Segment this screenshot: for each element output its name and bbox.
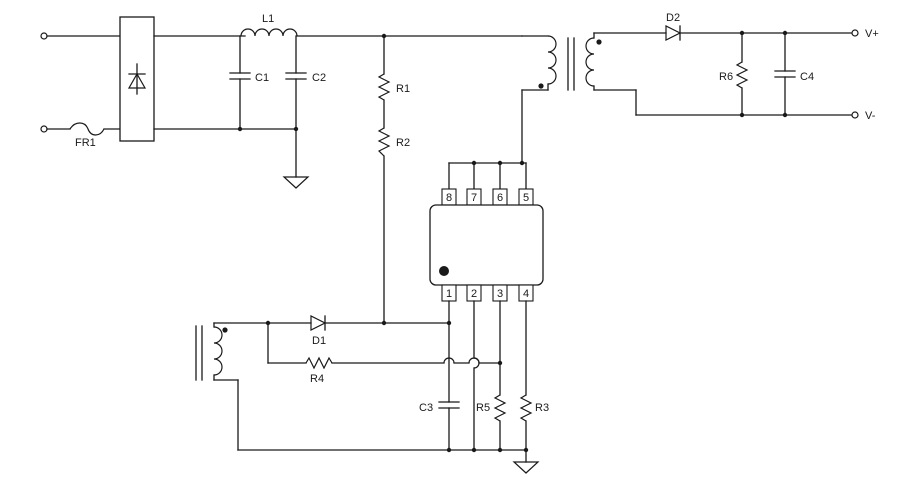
c1-label: C1: [255, 72, 269, 84]
ic-pin-6: 6: [497, 192, 503, 204]
vplus-terminal: [851, 29, 859, 37]
ground-symbol-bottom: [512, 461, 540, 474]
resistor-r2: [377, 127, 391, 157]
ic-pin-8: 8: [446, 192, 452, 204]
fuse-label: FR1: [75, 137, 96, 149]
ground-symbol: [282, 176, 310, 189]
resistor-r5: [493, 394, 507, 451]
transformer-primary: [547, 35, 557, 85]
inductor-l1: [240, 28, 298, 37]
bridge-rectifier: [119, 16, 155, 142]
ac-input-terminals: [40, 32, 48, 133]
ic-body: [429, 204, 544, 286]
ic-pin-5: 5: [523, 192, 529, 204]
r6-label: R6: [719, 71, 733, 83]
diode-d1: [310, 315, 327, 331]
aux-core: [195, 325, 203, 381]
c3-label: C3: [419, 402, 433, 414]
vminus-terminal: [851, 111, 859, 119]
r5-label: R5: [476, 402, 490, 414]
r2-label: R2: [396, 137, 410, 149]
capacitor-c1: [229, 35, 251, 130]
capacitor-c2: [285, 35, 307, 178]
resistor-r6: [735, 61, 749, 89]
transformer-secondary: [585, 37, 595, 87]
diode-d2: [665, 25, 682, 41]
aux-winding: [213, 326, 223, 376]
ic-pin-3: 3: [497, 288, 503, 300]
ic-pin1-marker: [439, 266, 449, 276]
inductor-label: L1: [262, 13, 274, 25]
ic-pin-7: 7: [471, 192, 477, 204]
ic-pin-4: 4: [523, 288, 529, 300]
resistor-r3: [519, 394, 533, 463]
vminus-label: V-: [865, 110, 876, 122]
ic-pin-1: 1: [446, 288, 452, 300]
d1-label: D1: [312, 335, 326, 347]
ic-bottom-pins: 1 2 3 4: [441, 284, 534, 302]
vplus-label: V+: [865, 28, 879, 40]
resistor-r1: [377, 73, 391, 101]
d2-label: D2: [666, 12, 680, 24]
resistor-r4: [305, 356, 333, 370]
ic-pin-2: 2: [471, 288, 477, 300]
c4-label: C4: [800, 71, 814, 83]
c2-label: C2: [312, 72, 326, 84]
r4-label: R4: [310, 373, 324, 385]
r3-label: R3: [535, 402, 549, 414]
fuse-fr1: [69, 122, 121, 136]
capacitor-c3: [438, 401, 460, 451]
r1-label: R1: [396, 83, 410, 95]
ic-top-pins: 8 7 6 5: [441, 188, 534, 206]
